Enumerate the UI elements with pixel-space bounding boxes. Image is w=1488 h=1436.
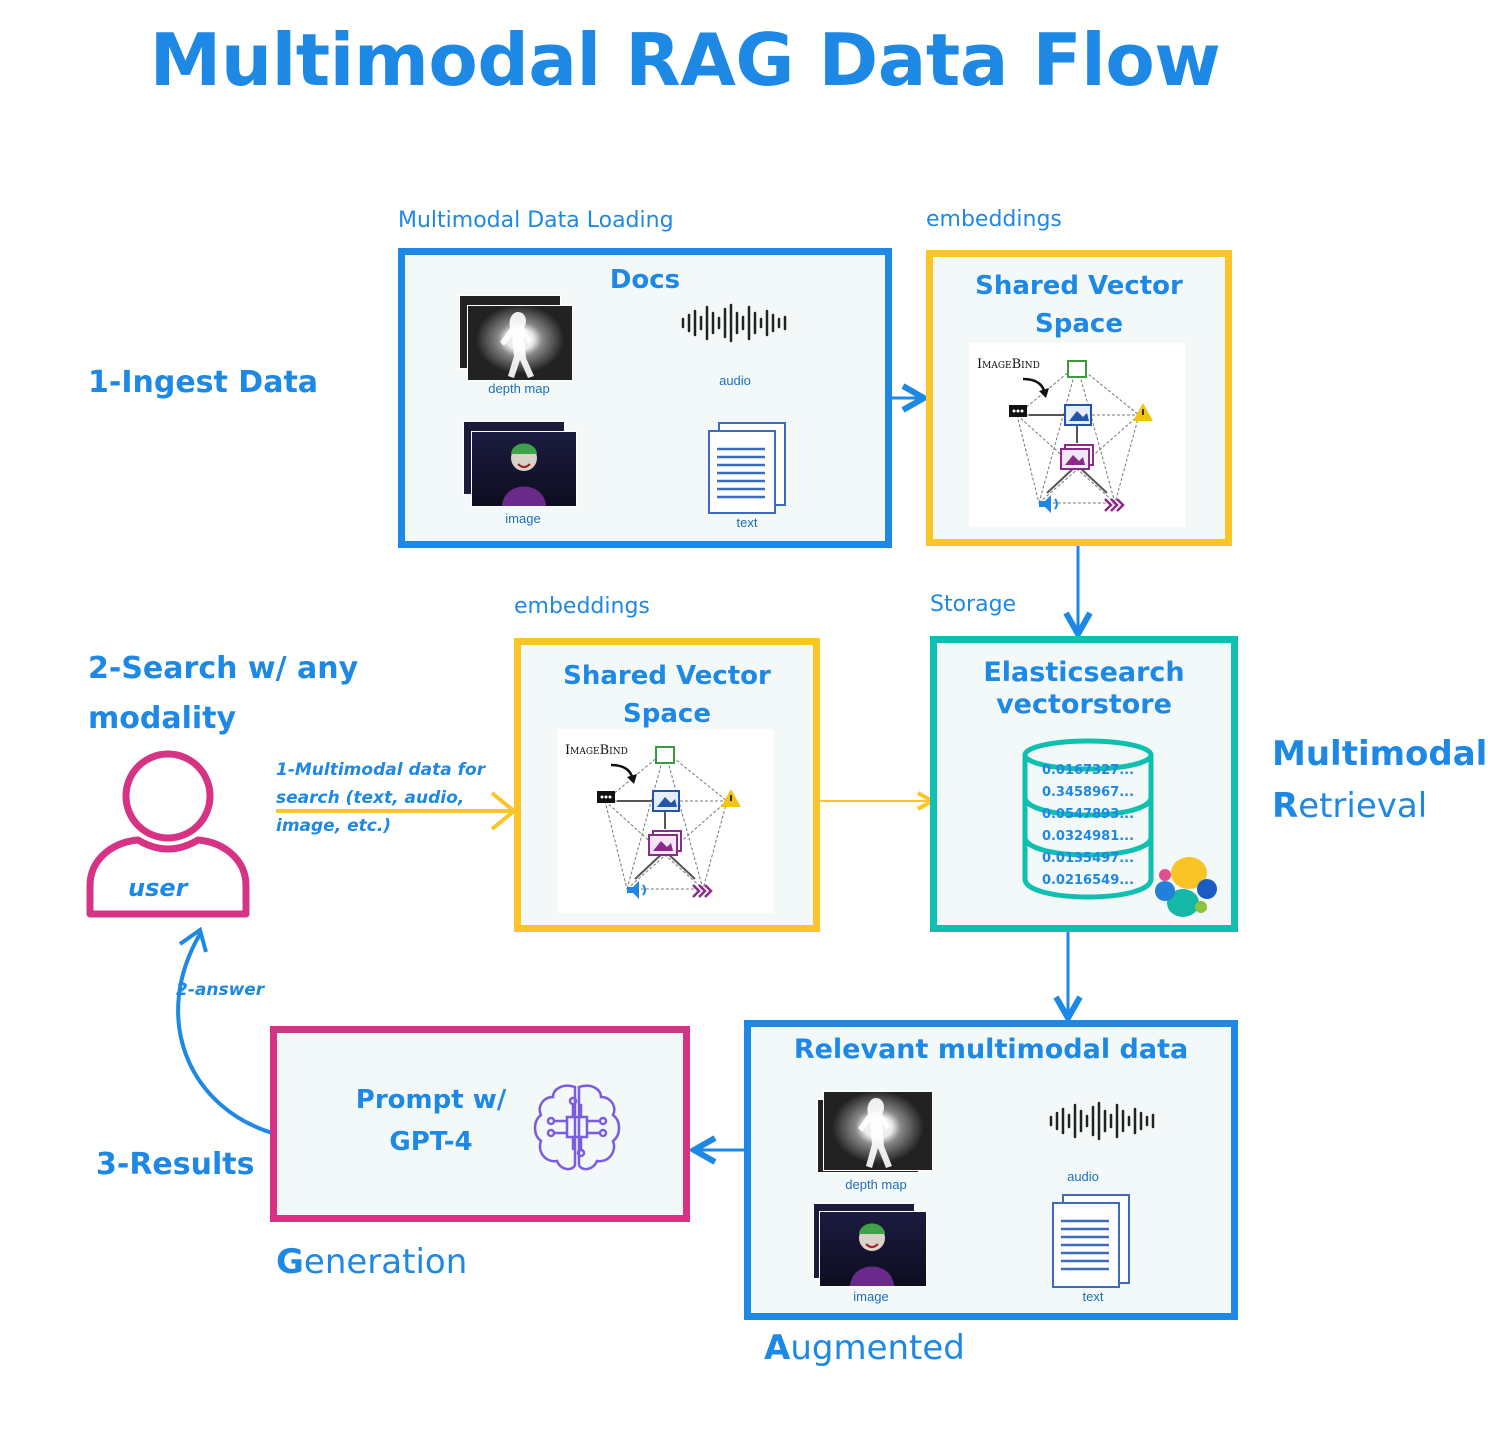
vectorstore-title-line2: vectorstore bbox=[996, 689, 1172, 720]
imagebind-graphic-top: ImageBind bbox=[969, 343, 1185, 527]
portrait-icon bbox=[850, 1223, 894, 1286]
stage-ingest: 1-Ingest Data bbox=[88, 365, 319, 400]
database-cylinder-icon bbox=[1022, 738, 1154, 900]
rag-retrieval-label: Retrieval bbox=[1272, 786, 1427, 826]
prompt-label-line1: Prompt w/ bbox=[355, 1085, 507, 1115]
diagram-title: Multimodal RAG Data Flow bbox=[149, 18, 1221, 102]
rag-generation-label: Generation bbox=[276, 1242, 467, 1282]
relevant-image-thumb bbox=[819, 1211, 927, 1287]
rag-retrieval-initial: R bbox=[1272, 786, 1299, 826]
imagebind-graphic-mid: ImageBind bbox=[557, 729, 773, 913]
image-thumb bbox=[471, 431, 577, 507]
relevant-text-caption: text bbox=[1082, 1289, 1104, 1304]
stage-results: 3-Results bbox=[96, 1147, 255, 1182]
docs-text-caption: text bbox=[736, 515, 758, 530]
vector-space-title-mid-line2: Space bbox=[623, 699, 711, 729]
relevant-data-box: Relevant multimodal data depth map image… bbox=[744, 1020, 1238, 1320]
vector-value: 0.0547893... bbox=[1041, 807, 1135, 822]
user-label: user bbox=[128, 874, 188, 902]
audio-waveform-icon bbox=[681, 303, 787, 343]
imagebind-star-icon bbox=[597, 746, 741, 899]
docs-depth-caption: depth map bbox=[488, 381, 550, 396]
rag-generation-rest: eneration bbox=[303, 1242, 468, 1282]
relevant-image-caption: image bbox=[853, 1289, 889, 1304]
user-query-line1: 1-Multimodal data for bbox=[276, 760, 486, 780]
vector-space-title-top-line1: Shared Vector bbox=[975, 271, 1183, 301]
prompt-label-line2: GPT-4 bbox=[389, 1127, 473, 1157]
portrait-icon bbox=[502, 443, 546, 506]
rag-augmented-label: Augmented bbox=[764, 1328, 965, 1368]
vector-value: 0.0135497... bbox=[1041, 851, 1135, 866]
section-label-embeddings-mid: embeddings bbox=[514, 594, 650, 619]
imagebind-label-top: ImageBind bbox=[977, 357, 1040, 372]
vector-value: 0.0216549... bbox=[1041, 873, 1135, 888]
stage-search: 2-Search w/ any modality bbox=[88, 651, 359, 736]
text-document-icon bbox=[708, 422, 786, 514]
depth-map-thumb bbox=[467, 305, 573, 381]
docs-audio-caption: audio bbox=[719, 373, 751, 388]
rag-multimodal-label: Multimodal bbox=[1272, 734, 1488, 774]
imagebind-star-icon bbox=[1009, 360, 1153, 513]
user-query-line2: search (text, audio, bbox=[276, 788, 465, 808]
vector-value: 0.0324981... bbox=[1041, 829, 1135, 844]
docs-image-caption: image bbox=[505, 511, 541, 526]
ai-brain-chip-icon bbox=[533, 1084, 621, 1171]
vector-value: 0.3458967... bbox=[1041, 785, 1135, 800]
prompt-label: Prompt w/ GPT-4 bbox=[341, 1079, 521, 1163]
arrow-answer-to-user bbox=[176, 932, 277, 1136]
section-label-loading: Multimodal Data Loading bbox=[398, 208, 674, 233]
relevant-depth-caption: depth map bbox=[845, 1177, 907, 1192]
prompt-box: Prompt w/ GPT-4 bbox=[270, 1026, 690, 1222]
rag-retrieval-rest: etrieval bbox=[1298, 786, 1428, 826]
rag-augmented-rest: ugmented bbox=[790, 1328, 965, 1368]
user-query-line3: image, etc.) bbox=[276, 816, 392, 836]
rag-augmented-initial: A bbox=[764, 1328, 791, 1368]
answer-note: 2-answer bbox=[176, 980, 265, 1000]
audio-waveform-icon bbox=[1049, 1101, 1155, 1141]
vector-value: 0.0167327... bbox=[1041, 763, 1135, 778]
docs-title: Docs bbox=[609, 265, 681, 295]
elasticsearch-logo-icon bbox=[1155, 857, 1217, 917]
user-query-note: 1-Multimodal data for search (text, audi… bbox=[276, 756, 485, 840]
vectorstore-title-line1: Elasticsearch bbox=[983, 657, 1185, 688]
text-document-icon bbox=[1052, 1194, 1130, 1288]
vector-space-title-mid-line1: Shared Vector bbox=[563, 661, 771, 691]
imagebind-label-mid: ImageBind bbox=[565, 743, 628, 758]
docs-box: Docs depth map audio image text bbox=[398, 248, 892, 548]
vector-space-title-top-line2: Space bbox=[1035, 309, 1123, 339]
relevant-depth-thumb bbox=[823, 1091, 933, 1171]
relevant-audio-caption: audio bbox=[1067, 1169, 1099, 1184]
section-label-embeddings-top: embeddings bbox=[926, 207, 1062, 232]
vector-values-list: 0.0167327... 0.3458967... 0.0547893... 0… bbox=[1023, 759, 1153, 899]
section-label-storage: Storage bbox=[930, 592, 1017, 617]
relevant-data-title: Relevant multimodal data bbox=[793, 1034, 1189, 1065]
depth-silhouette-icon bbox=[500, 312, 534, 378]
user-icon bbox=[86, 750, 250, 918]
depth-silhouette-icon bbox=[858, 1098, 892, 1168]
rag-generation-initial: G bbox=[276, 1242, 304, 1282]
